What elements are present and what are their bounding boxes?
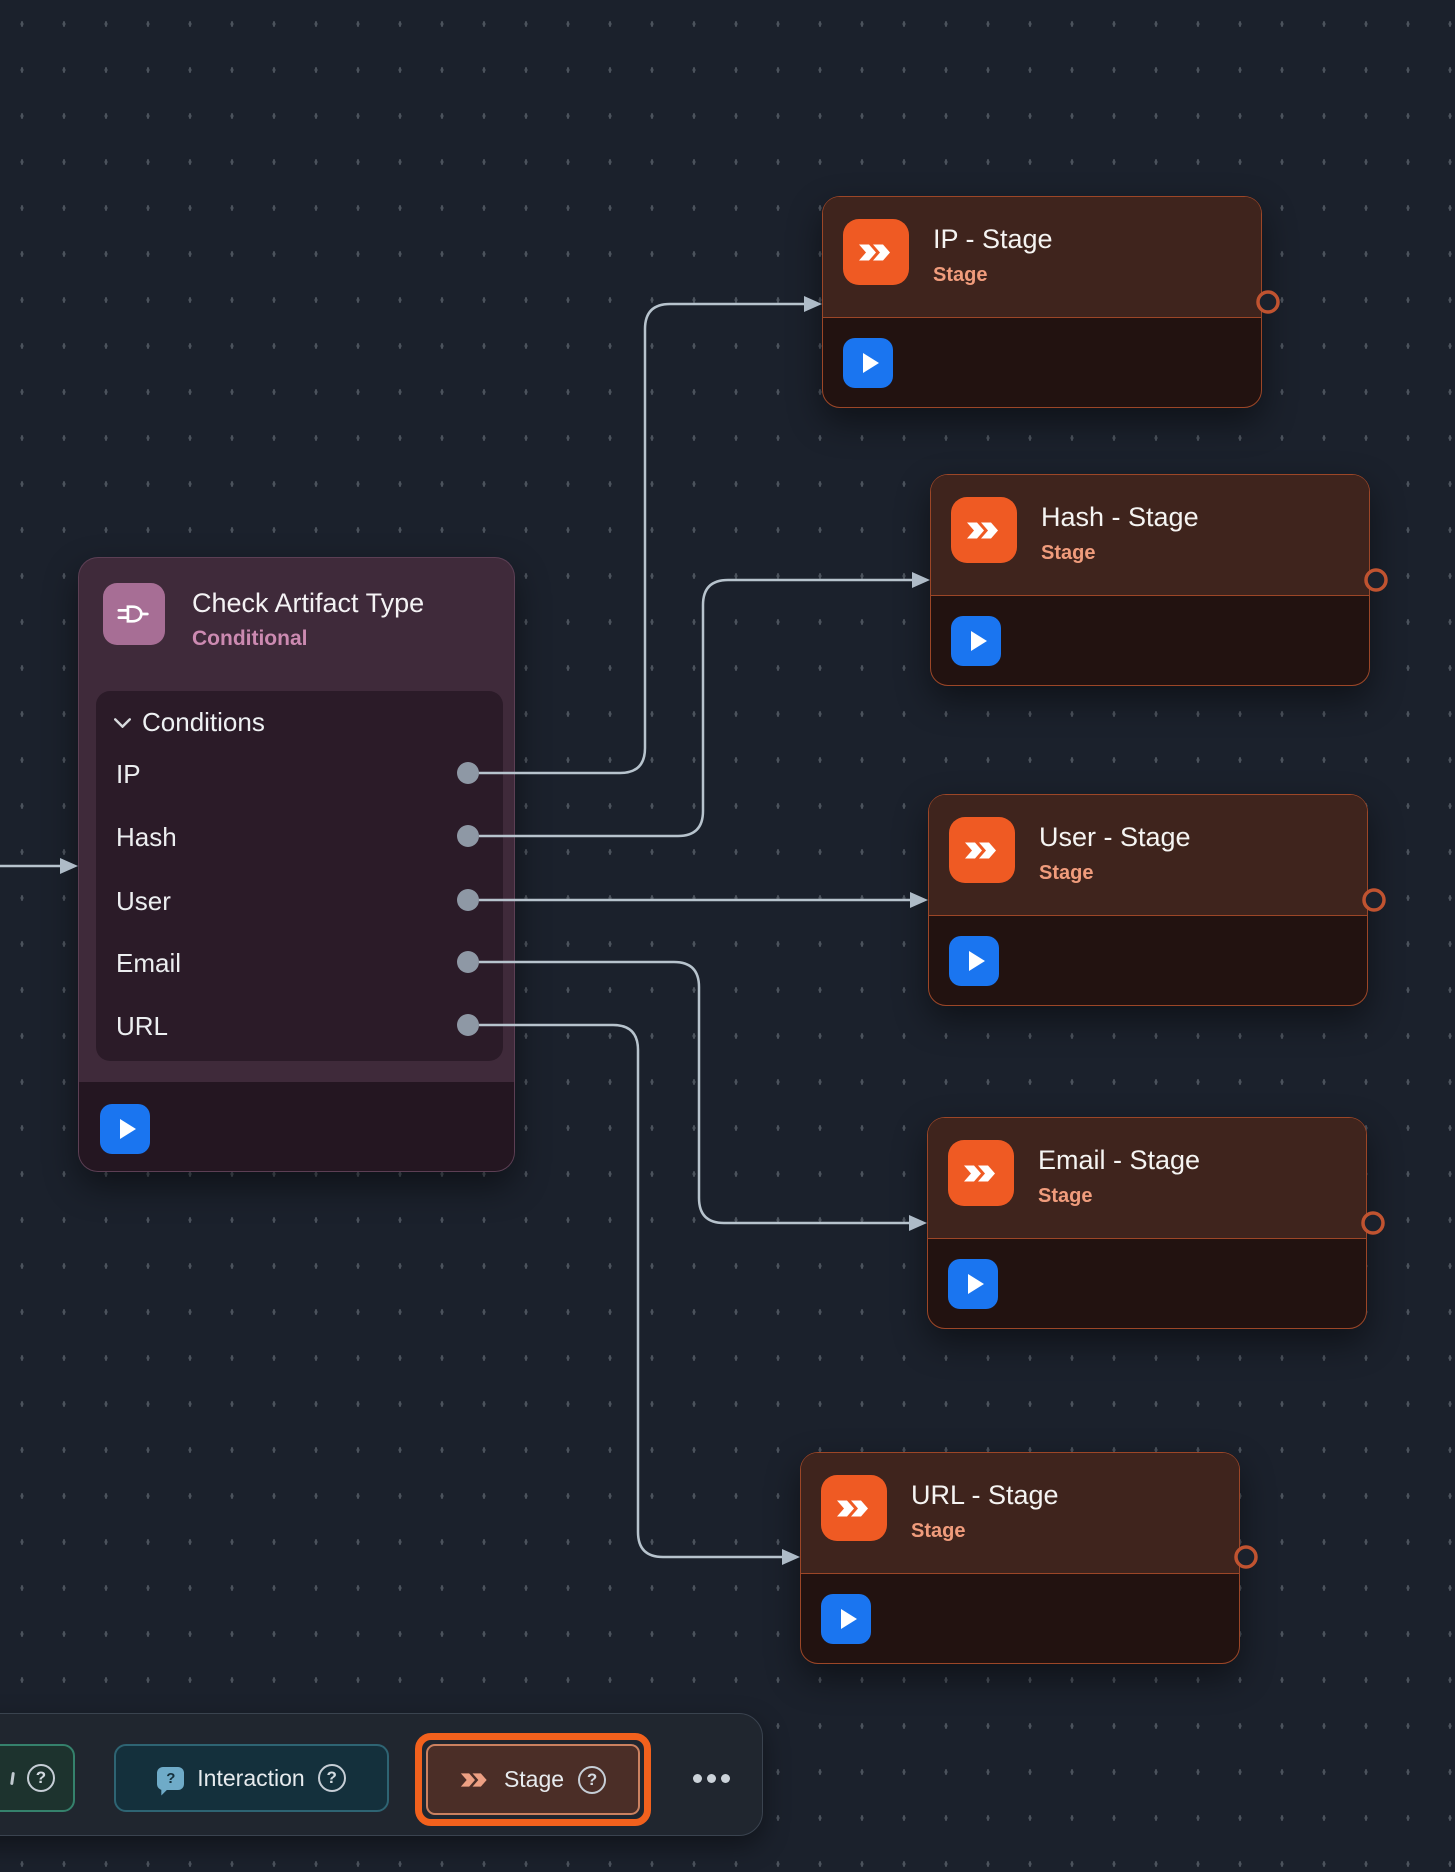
edge-email-arrowhead: [909, 1215, 927, 1231]
edge-hash-line: [479, 578, 912, 838]
stage-icon: [843, 219, 909, 285]
node-title: Hash - Stage: [1041, 502, 1199, 532]
interaction-button-label: Interaction: [197, 1764, 305, 1791]
condition-label: Hash: [116, 821, 177, 852]
node-type-toolbar: ? ? Interaction ? Stage ?: [0, 1713, 763, 1836]
edge-hash-arrowhead: [912, 572, 930, 588]
toolbar-button-stage-selected-ring: Stage ?: [415, 1733, 651, 1826]
edge-ip[interactable]: [479, 296, 822, 775]
ellipsis-icon: [706, 1773, 716, 1783]
condition-row-hash[interactable]: Hash: [116, 819, 177, 855]
node-check-artifact-type[interactable]: Check Artifact Type Conditional Conditio…: [78, 557, 515, 1172]
conditions-section-header[interactable]: Conditions: [114, 707, 265, 738]
toolbar-button-interaction[interactable]: ? Interaction ?: [114, 1744, 389, 1812]
stage-button-label: Stage: [503, 1766, 565, 1792]
help-icon[interactable]: ?: [27, 1764, 55, 1792]
node-title: User - Stage: [1039, 822, 1191, 852]
condition-label: Email: [116, 947, 182, 978]
play-icon: [862, 353, 879, 373]
stage-chevrons-icon: [460, 1772, 487, 1787]
node-footer: [79, 1082, 514, 1171]
ellipsis-icon: [720, 1773, 730, 1783]
play-icon: [967, 1274, 984, 1294]
play-icon: [119, 1119, 136, 1139]
condition-label: User: [116, 885, 171, 916]
play-icon: [840, 1609, 857, 1629]
edge-email-line: [479, 960, 909, 1225]
toolbar-button-stage[interactable]: Stage ?: [426, 1744, 640, 1815]
edge-url-line: [479, 1023, 782, 1559]
edge-hash[interactable]: [479, 572, 930, 838]
ellipsis-icon: [692, 1773, 702, 1783]
node-title: IP - Stage: [933, 224, 1053, 254]
condition-label: IP: [116, 758, 141, 789]
run-button[interactable]: [100, 1104, 150, 1154]
condition-row-ip[interactable]: IP: [116, 756, 141, 792]
node-url-stage[interactable]: URL - Stage Stage: [800, 1452, 1240, 1664]
edge-ip-line: [479, 302, 804, 775]
run-button[interactable]: [949, 936, 999, 986]
more-options-button[interactable]: [681, 1758, 741, 1798]
edge-email[interactable]: [479, 960, 927, 1231]
stage-icon: [949, 817, 1015, 883]
node-title: Check Artifact Type: [192, 588, 425, 618]
stage-icon: [821, 1475, 887, 1541]
node-type-label: Conditional: [192, 627, 308, 650]
node-hash-stage[interactable]: Hash - Stage Stage: [930, 474, 1370, 686]
node-user-stage[interactable]: User - Stage Stage: [928, 794, 1368, 1006]
node-type-label: Stage: [1038, 1185, 1093, 1207]
edge-user[interactable]: [479, 892, 928, 908]
help-icon[interactable]: ?: [578, 1765, 607, 1794]
node-title: Email - Stage: [1038, 1145, 1201, 1175]
edge-incoming[interactable]: [0, 858, 78, 874]
condition-row-email[interactable]: Email: [116, 945, 181, 981]
chevron-down-icon: [114, 717, 131, 728]
conditional-icon: [103, 583, 165, 645]
edge-incoming-arrowhead: [60, 858, 78, 874]
run-button[interactable]: [843, 338, 893, 388]
node-type-label: Stage: [911, 1520, 966, 1542]
run-button[interactable]: [948, 1259, 998, 1309]
run-button[interactable]: [821, 1594, 871, 1644]
conditions-section-label: Conditions: [142, 707, 265, 737]
stage-icon: [948, 1140, 1014, 1206]
conditions-panel: Conditions IP Hash User Email URL: [96, 691, 503, 1061]
stage-icon: [951, 497, 1017, 563]
condition-row-user[interactable]: User: [116, 883, 171, 919]
node-type-label: Stage: [1041, 542, 1096, 564]
edge-user-arrowhead: [910, 892, 928, 908]
node-type-label: Stage: [1039, 862, 1094, 884]
speech-bubble-question-icon: ?: [157, 1766, 185, 1790]
node-type-label: Stage: [933, 264, 988, 286]
play-icon: [968, 951, 985, 971]
edge-url-arrowhead: [782, 1549, 800, 1565]
node-ip-stage[interactable]: IP - Stage Stage: [822, 196, 1262, 408]
play-icon: [970, 631, 987, 651]
toolbar-button-partial[interactable]: ?: [0, 1744, 75, 1812]
run-button[interactable]: [951, 616, 1001, 666]
clipped-label-fragment: [10, 1771, 15, 1785]
edge-url[interactable]: [479, 1023, 800, 1565]
node-email-stage[interactable]: Email - Stage Stage: [927, 1117, 1367, 1329]
help-icon[interactable]: ?: [317, 1764, 346, 1792]
node-title: URL - Stage: [911, 1480, 1059, 1510]
condition-label: URL: [116, 1010, 169, 1041]
condition-row-url[interactable]: URL: [116, 1008, 168, 1044]
edge-ip-arrowhead: [804, 296, 822, 312]
